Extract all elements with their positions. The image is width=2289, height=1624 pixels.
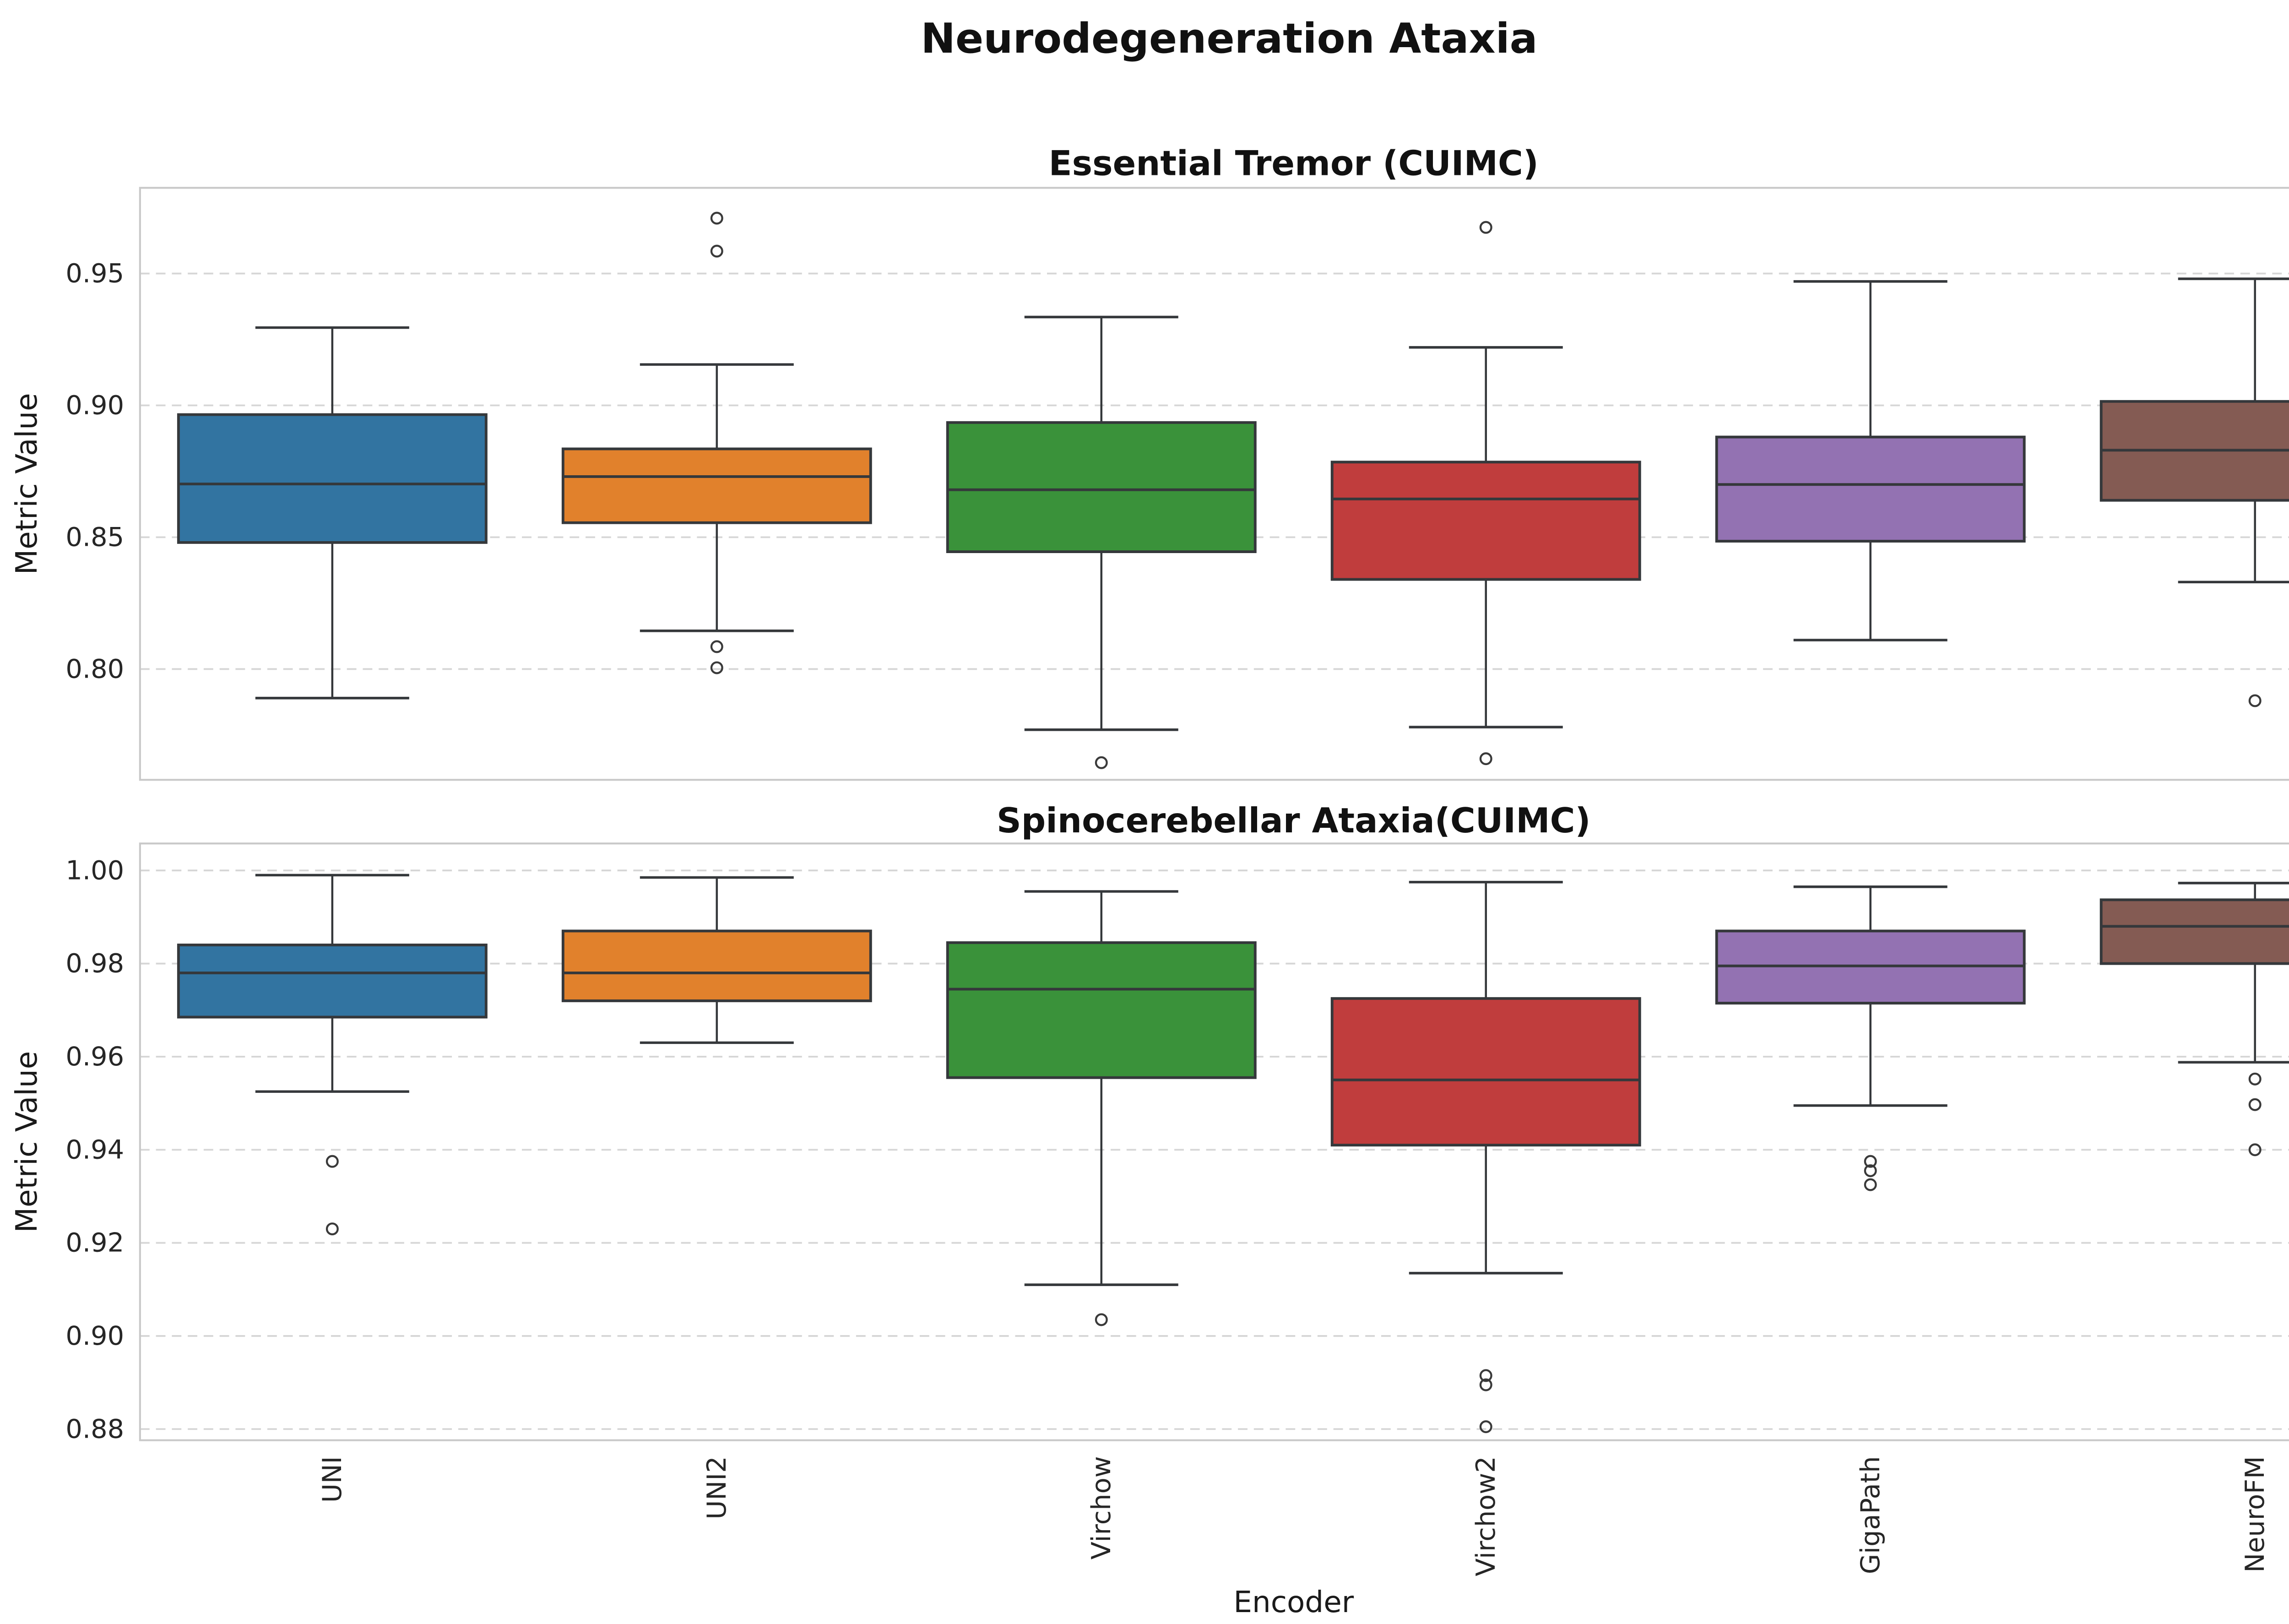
box-neurofm xyxy=(2099,881,2289,1157)
subplot-1-spines xyxy=(139,187,2289,781)
y-tick-label: 0.85 xyxy=(65,521,124,552)
figure-title: Neurodegeneration Ataxia xyxy=(921,15,1537,63)
iqr-box xyxy=(946,941,1257,1079)
y-tick-label: 0.96 xyxy=(65,1041,124,1072)
outlier-point xyxy=(1479,752,1492,766)
outlier-point xyxy=(710,640,723,653)
outlier-point xyxy=(1095,1313,1108,1326)
outlier-point xyxy=(710,661,723,674)
subplot-1-title: Essential Tremor (CUIMC) xyxy=(1049,143,1539,183)
box-gigapath xyxy=(1715,280,2026,641)
subplot-1-ytick-labels: 0.95 0.90 0.85 0.80 xyxy=(65,258,124,684)
subplot-2-ylabel: Metric Value xyxy=(10,1051,44,1233)
subplot-2-title: Spinocerebellar Ataxia(CUIMC) xyxy=(997,801,1591,841)
box-virchow2 xyxy=(1330,880,1641,1434)
y-tick-label: 0.80 xyxy=(65,653,124,684)
outlier-point xyxy=(1479,1369,1492,1382)
outlier-point xyxy=(2248,1098,2262,1111)
x-tick-label: Virchow xyxy=(1086,1456,1117,1559)
iqr-box xyxy=(1330,997,1641,1147)
outlier-point xyxy=(325,1155,339,1168)
iqr-box xyxy=(1330,461,1641,581)
subplot-2-ytick-labels: 1.00 0.98 0.96 0.94 0.92 0.90 0.88 xyxy=(65,855,124,1444)
subplot-2-spines xyxy=(139,842,2289,1441)
box-uni xyxy=(177,326,488,700)
subplot-2-xtick-labels: UNI UNI2 Virchow Virchow2 GigaPath NeuroFM xyxy=(317,1456,2270,1576)
subplot-1-ylabel: Metric Value xyxy=(10,393,44,575)
subplot-1-gridlines xyxy=(140,272,2289,670)
outlier-point xyxy=(710,244,723,258)
x-tick-label: Virchow2 xyxy=(1470,1456,1501,1576)
box-virchow xyxy=(946,315,1257,769)
outlier-point xyxy=(325,1222,339,1236)
iqr-box xyxy=(2099,898,2289,965)
iqr-box xyxy=(561,447,872,524)
iqr-box xyxy=(1715,435,2026,543)
box-uni2 xyxy=(561,876,872,1044)
x-tick-label: NeuroFM xyxy=(2240,1456,2270,1572)
y-tick-label: 0.94 xyxy=(65,1134,124,1165)
y-tick-label: 0.98 xyxy=(65,948,124,979)
outlier-point xyxy=(1479,1420,1492,1434)
subplot-2-boxes xyxy=(177,874,2289,1434)
outlier-point xyxy=(710,212,723,225)
box-uni2 xyxy=(561,212,872,674)
box-gigapath xyxy=(1715,885,2026,1191)
subplot-2-gridlines xyxy=(140,869,2289,1430)
outlier-point xyxy=(2248,1072,2262,1086)
x-tick-label: UNI2 xyxy=(701,1456,732,1519)
iqr-box xyxy=(177,413,488,544)
subplot-essential-tremor: Essential Tremor (CUIMC) 0.95 0.90 0.85 0.8… xyxy=(10,143,2289,781)
y-tick-label: 0.92 xyxy=(65,1228,124,1258)
box-virchow2 xyxy=(1330,221,1641,766)
y-tick-label: 1.00 xyxy=(65,855,124,885)
outlier-point xyxy=(1864,1164,1877,1177)
y-tick-label: 0.95 xyxy=(65,258,124,289)
iqr-box xyxy=(177,943,488,1019)
y-tick-label: 0.90 xyxy=(65,390,124,421)
subplot-1-boxes xyxy=(177,212,2289,769)
outlier-point xyxy=(2248,1143,2262,1157)
box-virchow xyxy=(946,890,1257,1326)
subplot-spinocerebellar-ataxia: Spinocerebellar Ataxia(CUIMC) 1.00 0.98 0.… xyxy=(10,801,2289,1576)
y-tick-label: 0.90 xyxy=(65,1320,124,1351)
iqr-box xyxy=(946,421,1257,553)
outlier-point xyxy=(1864,1155,1877,1168)
outlier-point xyxy=(1479,221,1492,234)
x-tick-label: GigaPath xyxy=(1855,1456,1886,1574)
iqr-box xyxy=(561,929,872,1002)
outlier-point xyxy=(1095,756,1108,769)
outlier-point xyxy=(1864,1178,1877,1191)
x-axis-label: Encoder xyxy=(1233,1585,1354,1619)
outlier-point xyxy=(1479,1378,1492,1391)
outlier-point xyxy=(2248,694,2262,707)
box-uni xyxy=(177,874,488,1236)
box-neurofm xyxy=(2099,277,2289,707)
y-tick-label: 0.88 xyxy=(65,1413,124,1444)
x-tick-label: UNI xyxy=(317,1456,347,1503)
